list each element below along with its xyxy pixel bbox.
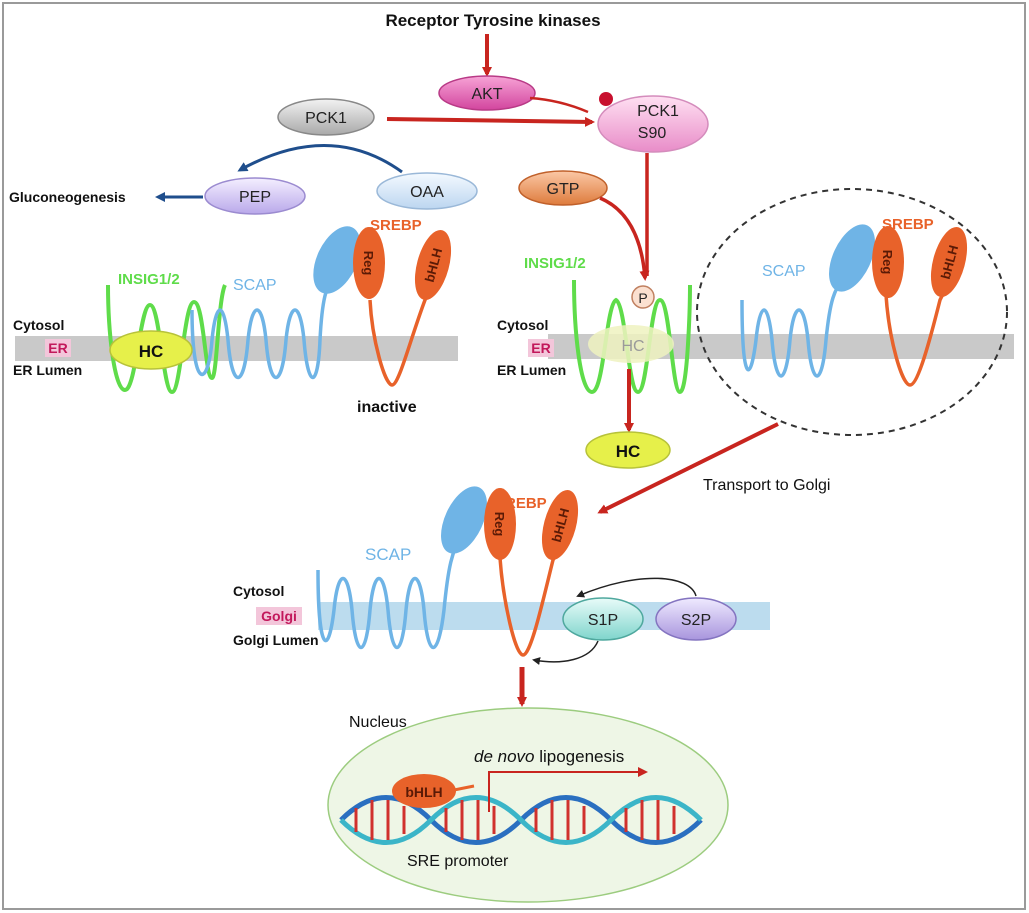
er-right-lumen-label: ER Lumen bbox=[497, 362, 566, 378]
golgi-cytosol-label: Cytosol bbox=[233, 583, 284, 599]
akt-label: AKT bbox=[471, 86, 502, 103]
gtp-node bbox=[518, 170, 608, 206]
s1p-node bbox=[562, 597, 644, 641]
scap-left-helices bbox=[190, 273, 337, 379]
scap-right-helices bbox=[740, 273, 847, 378]
hc-released-node bbox=[585, 431, 671, 469]
akt-to-pck1-arrow bbox=[529, 96, 589, 114]
pck1-node bbox=[277, 98, 375, 136]
er-left-cytosol-label: Cytosol bbox=[13, 317, 64, 333]
hc-left-node bbox=[109, 330, 193, 370]
er-right-compartment-label: ER bbox=[531, 340, 550, 356]
transcription-arrow bbox=[488, 767, 648, 812]
srebp-left-reg-label: Reg bbox=[361, 251, 376, 276]
nucleus-membrane bbox=[327, 707, 729, 903]
s2p-cleavage-arrow bbox=[576, 577, 697, 598]
er-left-compartment-label: ER bbox=[48, 340, 67, 356]
oaa-label: OAA bbox=[410, 184, 444, 201]
srebp-right-bhlh-domain bbox=[930, 226, 968, 298]
sre-promoter-label: SRE promoter bbox=[407, 853, 509, 870]
gtp-to-p-arrow bbox=[599, 196, 650, 281]
insig-left-helices bbox=[106, 284, 227, 395]
akt-node bbox=[438, 75, 536, 111]
pck1-phosphorylation-arrow bbox=[386, 116, 595, 127]
srebp-right-label: SREBP bbox=[882, 216, 934, 233]
scap-golgi-helices bbox=[316, 534, 464, 649]
scap-right-label: SCAP bbox=[762, 263, 806, 280]
srebp-right-hairpin bbox=[884, 287, 948, 387]
bhlh-nucleus-node bbox=[392, 774, 456, 808]
srebp-golgi-reg-domain bbox=[484, 488, 516, 560]
bhlh-nucleus-tail bbox=[453, 784, 475, 792]
phospho-dot-icon bbox=[599, 92, 613, 106]
lipogenesis-label: de novo lipogenesis bbox=[474, 747, 624, 766]
pck1-s90-node bbox=[597, 95, 709, 153]
golgi-lumen-label: Golgi Lumen bbox=[233, 632, 319, 648]
lipogenesis-italic: de novo bbox=[474, 747, 535, 766]
hc-right-ghost-label: HC bbox=[621, 338, 644, 355]
srebp-golgi-bhlh-domain bbox=[541, 489, 579, 561]
lipogenesis-rest: lipogenesis bbox=[535, 747, 625, 766]
srebp-left-label: SREBP bbox=[370, 217, 422, 234]
s1p-cleavage-arrow bbox=[532, 640, 599, 665]
hc-released-label: HC bbox=[616, 442, 641, 461]
srebp-left-reg-domain bbox=[353, 227, 385, 299]
scap-golgi-label: SCAP bbox=[365, 545, 411, 564]
pck1-label: PCK1 bbox=[305, 110, 347, 127]
srebp-left-hairpin bbox=[368, 284, 434, 387]
gluconeogenesis-label: Gluconeogenesis bbox=[9, 189, 126, 205]
dashed-complex-circle bbox=[696, 188, 1008, 436]
srebp-golgi-hairpin bbox=[498, 549, 561, 657]
oaa-node bbox=[376, 172, 478, 210]
pep-node bbox=[204, 177, 306, 215]
oaa-to-pep-arrow bbox=[237, 144, 403, 174]
gtp-label: GTP bbox=[547, 181, 580, 198]
transport-label: Transport to Golgi bbox=[703, 477, 830, 494]
transport-to-golgi-arrow bbox=[597, 422, 779, 514]
pep-label: PEP bbox=[239, 189, 271, 206]
er-membrane-left bbox=[15, 336, 458, 361]
hc-left-label: HC bbox=[139, 342, 164, 361]
nucleus-label: Nucleus bbox=[349, 714, 407, 731]
scap-left-label: SCAP bbox=[233, 277, 277, 294]
s1p-label: S1P bbox=[588, 612, 618, 629]
scap-golgi-head bbox=[441, 486, 487, 554]
er-left-tag bbox=[45, 339, 71, 357]
er-right-tag bbox=[528, 339, 554, 357]
srebp-right-reg-domain bbox=[872, 226, 904, 298]
phospho-p-label: P bbox=[638, 290, 647, 306]
insig-right-helices bbox=[572, 279, 692, 395]
scap-right-head bbox=[829, 224, 875, 292]
bhlh-nucleus-label: bHLH bbox=[405, 784, 442, 800]
er-right-cytosol-label: Cytosol bbox=[497, 317, 548, 333]
srebp-right-reg-label: Reg bbox=[880, 250, 895, 275]
golgi-compartment-label: Golgi bbox=[261, 608, 297, 624]
er-left-lumen-label: ER Lumen bbox=[13, 362, 82, 378]
golgi-tag bbox=[256, 607, 302, 625]
pck1-s90-line2: S90 bbox=[638, 125, 667, 142]
insig-right-label: INSIG1/2 bbox=[524, 255, 586, 272]
s2p-label: S2P bbox=[681, 612, 711, 629]
insig-left-label: INSIG1/2 bbox=[118, 271, 180, 288]
pck1-s90-line1: PCK1 bbox=[637, 103, 679, 120]
srebp-left-bhlh-domain bbox=[414, 229, 452, 301]
s2p-node bbox=[655, 597, 737, 641]
inactive-label: inactive bbox=[357, 399, 417, 416]
srebp-golgi-reg-label: Reg bbox=[492, 512, 507, 537]
scap-left-head bbox=[313, 226, 361, 294]
hc-right-ghost-node bbox=[588, 325, 674, 363]
phospho-p-icon bbox=[631, 285, 655, 309]
receptor-label: Receptor Tyrosine kinases bbox=[385, 11, 600, 30]
